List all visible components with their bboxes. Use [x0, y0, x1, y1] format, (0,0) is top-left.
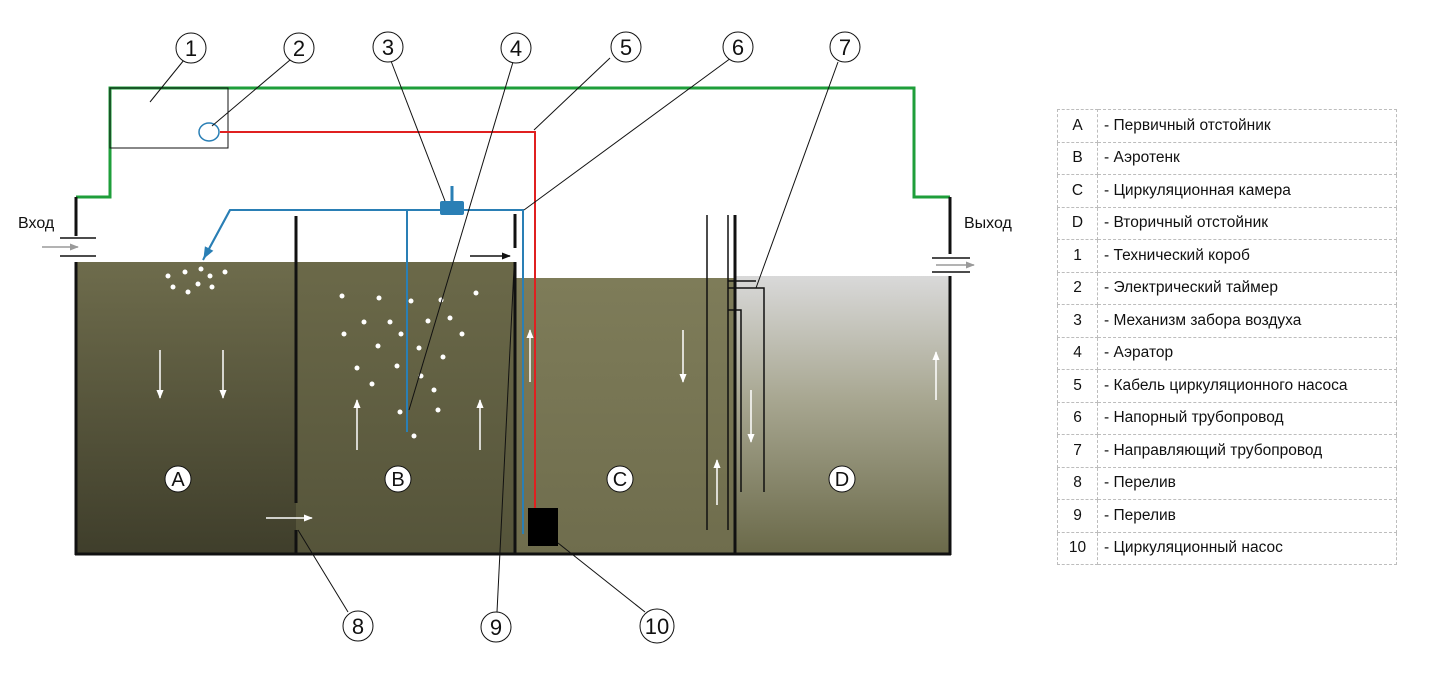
callout-8: 8 — [342, 610, 374, 642]
legend-row: 3- Механизм забора воздуха — [1057, 304, 1397, 338]
callout-9: 9 — [480, 611, 512, 643]
callout-2: 2 — [283, 32, 315, 64]
zone-label-b: B — [384, 465, 412, 493]
callout-3: 3 — [372, 31, 404, 63]
callout-leaders — [149, 57, 839, 613]
chamber-a-fill — [76, 262, 296, 554]
legend-text: - Первичный отстойник — [1097, 109, 1397, 143]
pump-cable — [220, 131, 536, 510]
legend-key: 5 — [1057, 369, 1098, 403]
legend-key: A — [1057, 109, 1098, 143]
legend-text: - Кабель циркуляционного насоса — [1097, 369, 1397, 403]
legend-row: 4- Аэратор — [1057, 336, 1397, 370]
legend-text: - Аэратор — [1097, 336, 1397, 370]
legend-key: 1 — [1057, 239, 1098, 273]
timer-icon — [198, 122, 220, 142]
legend-row: 8- Перелив — [1057, 466, 1397, 500]
legend-key: 10 — [1057, 531, 1098, 565]
chamber-b-fill — [296, 262, 515, 554]
legend-text: - Циркуляционный насос — [1097, 531, 1397, 565]
legend-key: D — [1057, 206, 1098, 240]
legend-key: C — [1057, 174, 1098, 208]
legend-text: - Перелив — [1097, 499, 1397, 533]
legend-key: 7 — [1057, 434, 1098, 468]
callout-1: 1 — [175, 32, 207, 64]
air-bubbles — [165, 266, 479, 439]
legend-text: - Технический короб — [1097, 239, 1397, 273]
legend-row: 9- Перелив — [1057, 499, 1397, 533]
legend-text: - Направляющий трубопровод — [1097, 434, 1397, 468]
legend-row: C- Циркуляционная камера — [1057, 174, 1397, 208]
zone-label-c: C — [606, 465, 634, 493]
guide-pipe-outer — [728, 287, 765, 492]
callout-5: 5 — [610, 31, 642, 63]
legend-key: 8 — [1057, 466, 1098, 500]
callout-4: 4 — [500, 32, 532, 64]
legend-key: B — [1057, 141, 1098, 175]
svg-text:2: 2 — [293, 36, 305, 61]
svg-text:3: 3 — [382, 35, 394, 60]
svg-text:6: 6 — [732, 35, 744, 60]
inlet-label: Вход — [18, 215, 55, 232]
pump-icon — [528, 508, 558, 546]
legend-key: 2 — [1057, 271, 1098, 305]
svg-text:4: 4 — [510, 36, 522, 61]
air-outlet-arrow — [203, 209, 231, 260]
legend-row: B- Аэротенк — [1057, 141, 1397, 175]
chamber-d-fill — [735, 276, 950, 554]
svg-text:A: A — [171, 469, 185, 491]
legend-key: 3 — [1057, 304, 1098, 338]
svg-text:9: 9 — [490, 615, 502, 640]
housing-outline — [76, 86, 950, 199]
svg-text:5: 5 — [620, 35, 632, 60]
zone-label-d: D — [828, 465, 856, 493]
svg-text:B: B — [391, 469, 404, 491]
guide-pipe-inner — [728, 309, 742, 492]
legend-text: - Вторичный отстойник — [1097, 206, 1397, 240]
svg-text:D: D — [835, 469, 849, 491]
legend-row: 10- Циркуляционный насос — [1057, 531, 1397, 565]
air-intake — [440, 186, 464, 215]
legend-row: 2- Электрический таймер — [1057, 271, 1397, 305]
outlet-pipe — [932, 257, 975, 273]
svg-text:C: C — [613, 469, 627, 491]
legend-key: 9 — [1057, 499, 1098, 533]
treatment-plant-diagram: A B C D Вход Выход 1 2 3 — [18, 31, 1013, 644]
legend-text: - Циркуляционная камера — [1097, 174, 1397, 208]
legend-row: D- Вторичный отстойник — [1057, 206, 1397, 240]
svg-text:7: 7 — [839, 35, 851, 60]
svg-text:1: 1 — [185, 36, 197, 61]
callout-7: 7 — [829, 31, 861, 63]
legend-key: 6 — [1057, 401, 1098, 435]
legend-row: A- Первичный отстойник — [1057, 109, 1397, 143]
legend-row: 7- Направляющий трубопровод — [1057, 434, 1397, 468]
legend-text: - Перелив — [1097, 466, 1397, 500]
callout-10: 10 — [639, 608, 675, 644]
zone-label-a: A — [164, 465, 192, 493]
legend-row: 5- Кабель циркуляционного насоса — [1057, 369, 1397, 403]
inlet-pipe — [42, 237, 96, 257]
legend-text: - Механизм забора воздуха — [1097, 304, 1397, 338]
legend-row: 1- Технический короб — [1057, 239, 1397, 273]
callout-6: 6 — [722, 31, 754, 63]
technical-box — [109, 87, 229, 149]
outlet-label: Выход — [964, 215, 1013, 232]
legend-row: 6- Напорный трубопровод — [1057, 401, 1397, 435]
legend-text: - Аэротенк — [1097, 141, 1397, 175]
svg-text:10: 10 — [645, 614, 669, 639]
legend-text: - Напорный трубопровод — [1097, 401, 1397, 435]
legend-text: - Электрический таймер — [1097, 271, 1397, 305]
legend-table: A- Первичный отстойник B- Аэротенк C- Ци… — [1057, 109, 1397, 565]
svg-text:8: 8 — [352, 614, 364, 639]
legend-key: 4 — [1057, 336, 1098, 370]
